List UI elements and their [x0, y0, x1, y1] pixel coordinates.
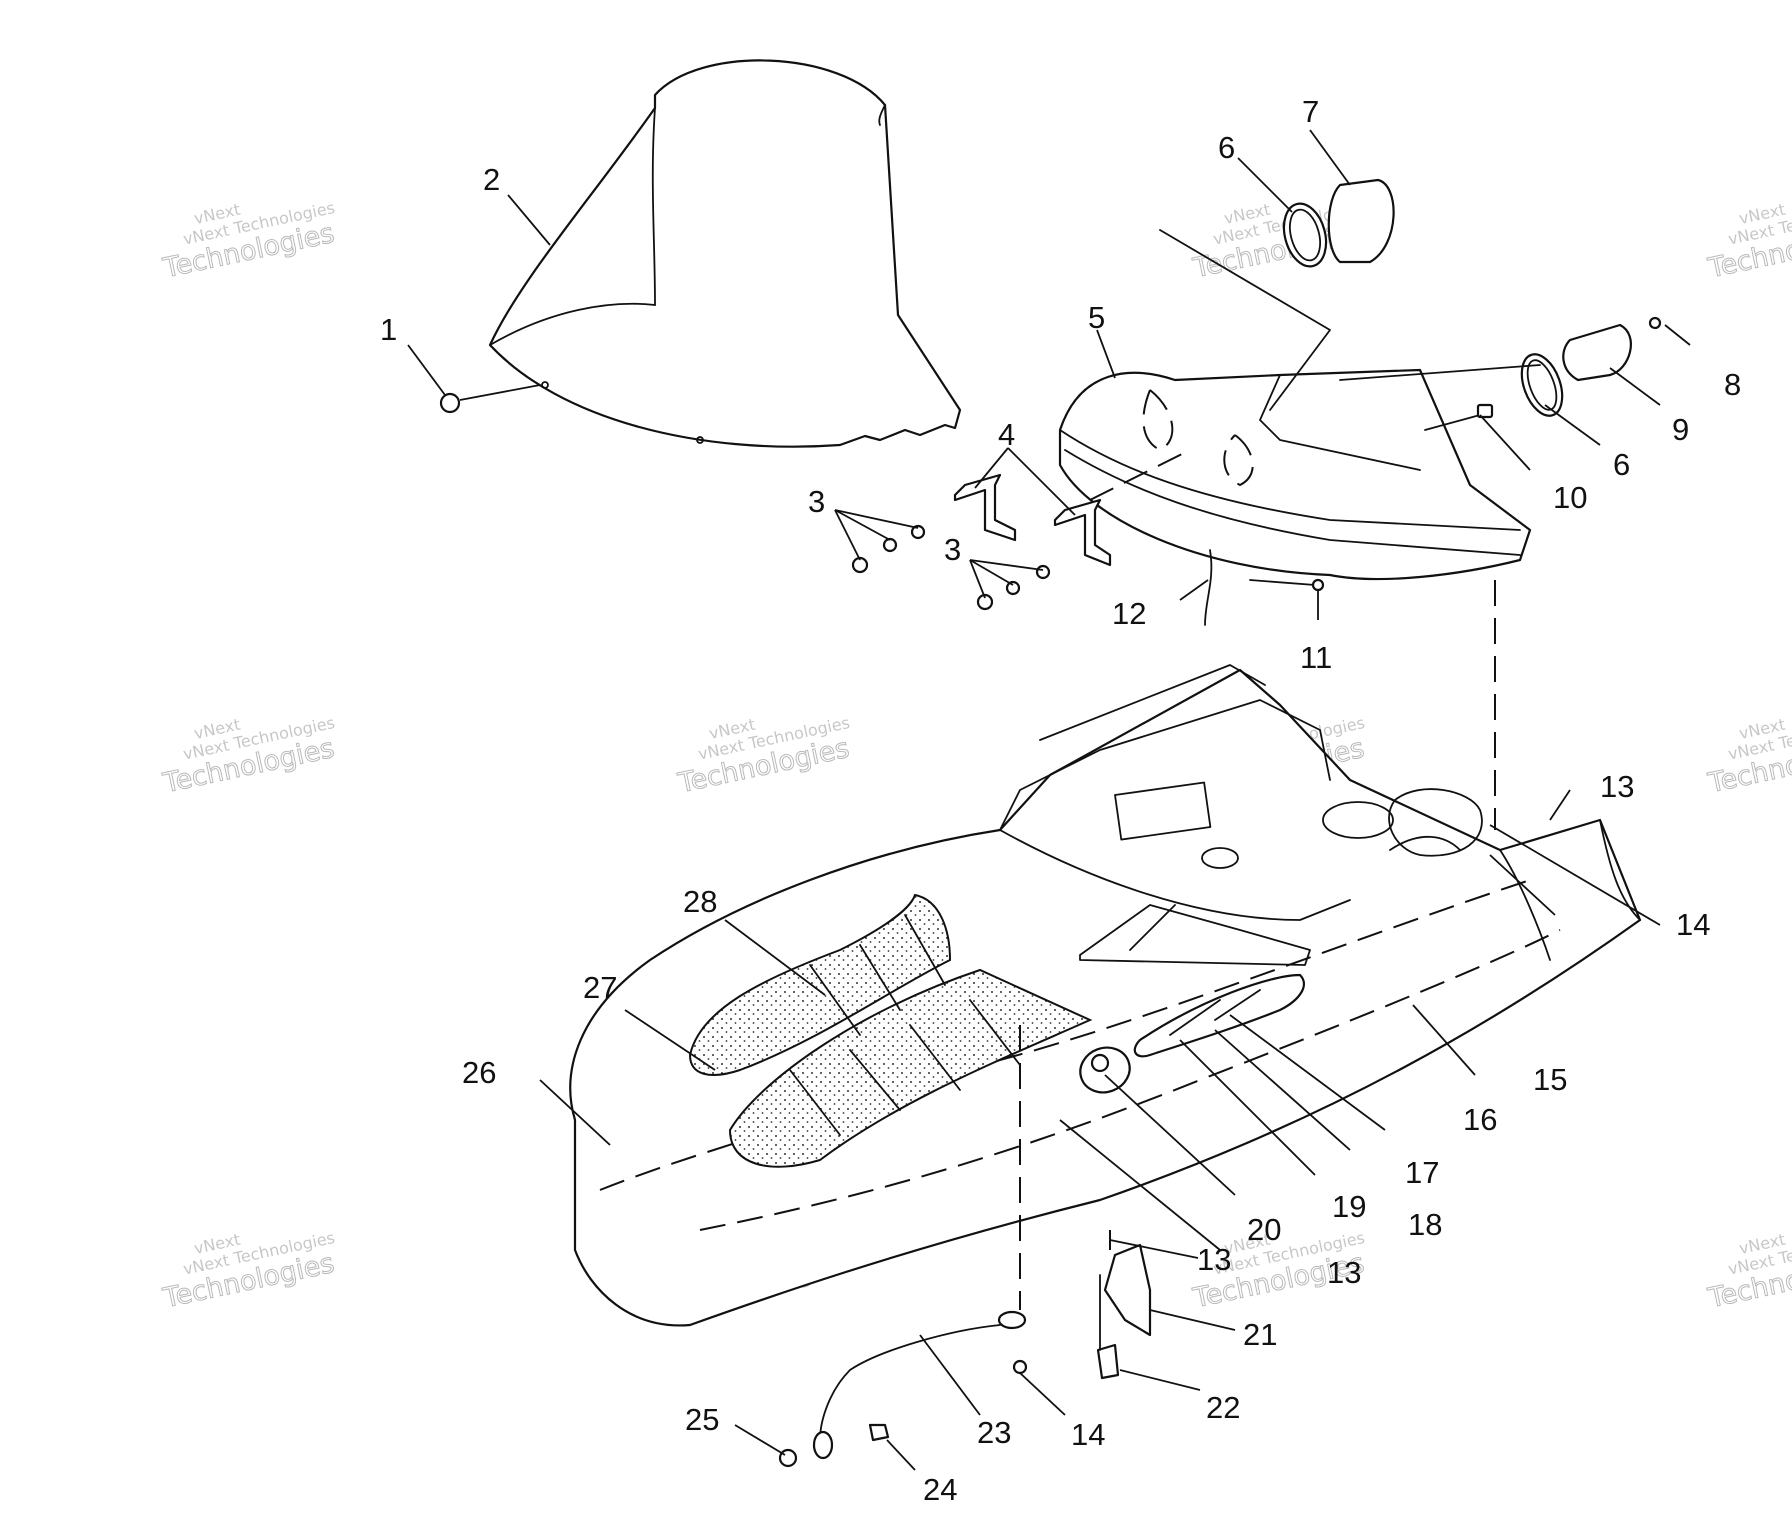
callout-2: 2	[483, 162, 500, 197]
tether-cable-part	[778, 1310, 1028, 1468]
watermark: vNext vNext Technologies Technologies	[1704, 198, 1792, 285]
callout-18: 18	[1408, 1207, 1442, 1242]
assembly-lines	[1019, 229, 1541, 1310]
callout-12: 12	[1112, 596, 1146, 631]
callout-4: 4	[998, 417, 1015, 452]
watermark: vNext vNext Technologies Technologies	[1704, 713, 1792, 800]
windshield-part	[488, 59, 962, 448]
callout-22: 22	[1206, 1390, 1240, 1425]
bracket-part	[953, 473, 1112, 567]
hood-latch-part	[1079, 1046, 1131, 1094]
watermark: vNext vNext Technologies Technologies	[1704, 1228, 1792, 1315]
headlight-lens-part	[1133, 973, 1305, 1058]
callout-21: 21	[1243, 1317, 1277, 1352]
callout-6b: 6	[1613, 447, 1630, 482]
callout-14b: 14	[1071, 1417, 1105, 1452]
callout-20: 20	[1247, 1212, 1281, 1247]
callout-19: 19	[1332, 1189, 1366, 1224]
callout-13a: 13	[1600, 769, 1634, 804]
callout-26: 26	[462, 1055, 496, 1090]
wire-part	[1204, 403, 1494, 626]
callout-labels: 1 2 3 3 4 5 6 7 6 8 9 10 11 12 13 14 15 …	[380, 94, 1741, 1507]
callout-6a: 6	[1218, 130, 1235, 165]
callout-1: 1	[380, 312, 397, 347]
watermark: vNext vNext Technologies Technologies	[159, 1228, 337, 1315]
watermark: vNext vNext Technologies Technologies	[159, 198, 337, 285]
watermark: vNext vNext Technologies Technologies	[674, 713, 852, 800]
callout-7: 7	[1302, 94, 1319, 129]
nut-washer-part	[851, 524, 1051, 611]
callout-25: 25	[685, 1402, 719, 1437]
hood-part	[569, 664, 1642, 1327]
callout-14a: 14	[1676, 907, 1710, 942]
callout-3a: 3	[808, 484, 825, 519]
callout-23: 23	[977, 1415, 1011, 1450]
callout-11: 11	[1300, 640, 1332, 675]
callout-27: 27	[583, 970, 617, 1005]
callout-3b: 3	[944, 532, 961, 567]
gauge-part	[1282, 178, 1662, 417]
callout-9: 9	[1672, 412, 1689, 447]
callout-24: 24	[923, 1472, 957, 1507]
callout-13b: 13	[1197, 1242, 1231, 1277]
callout-8: 8	[1724, 367, 1741, 402]
vent-part	[688, 893, 1093, 1168]
callout-16: 16	[1463, 1102, 1497, 1137]
callout-15: 15	[1533, 1062, 1567, 1097]
console-panel-part	[1058, 368, 1532, 581]
hinge-bracket-part	[1096, 1243, 1152, 1380]
watermark: vNext vNext Technologies Technologies	[159, 713, 337, 800]
leader-lines	[407, 129, 1691, 1471]
callout-17: 17	[1405, 1155, 1439, 1190]
callout-10: 10	[1553, 480, 1587, 515]
callout-13c: 13	[1327, 1255, 1361, 1290]
callout-5: 5	[1088, 300, 1105, 335]
windshield-screw-part	[439, 384, 541, 414]
callout-28: 28	[683, 884, 717, 919]
